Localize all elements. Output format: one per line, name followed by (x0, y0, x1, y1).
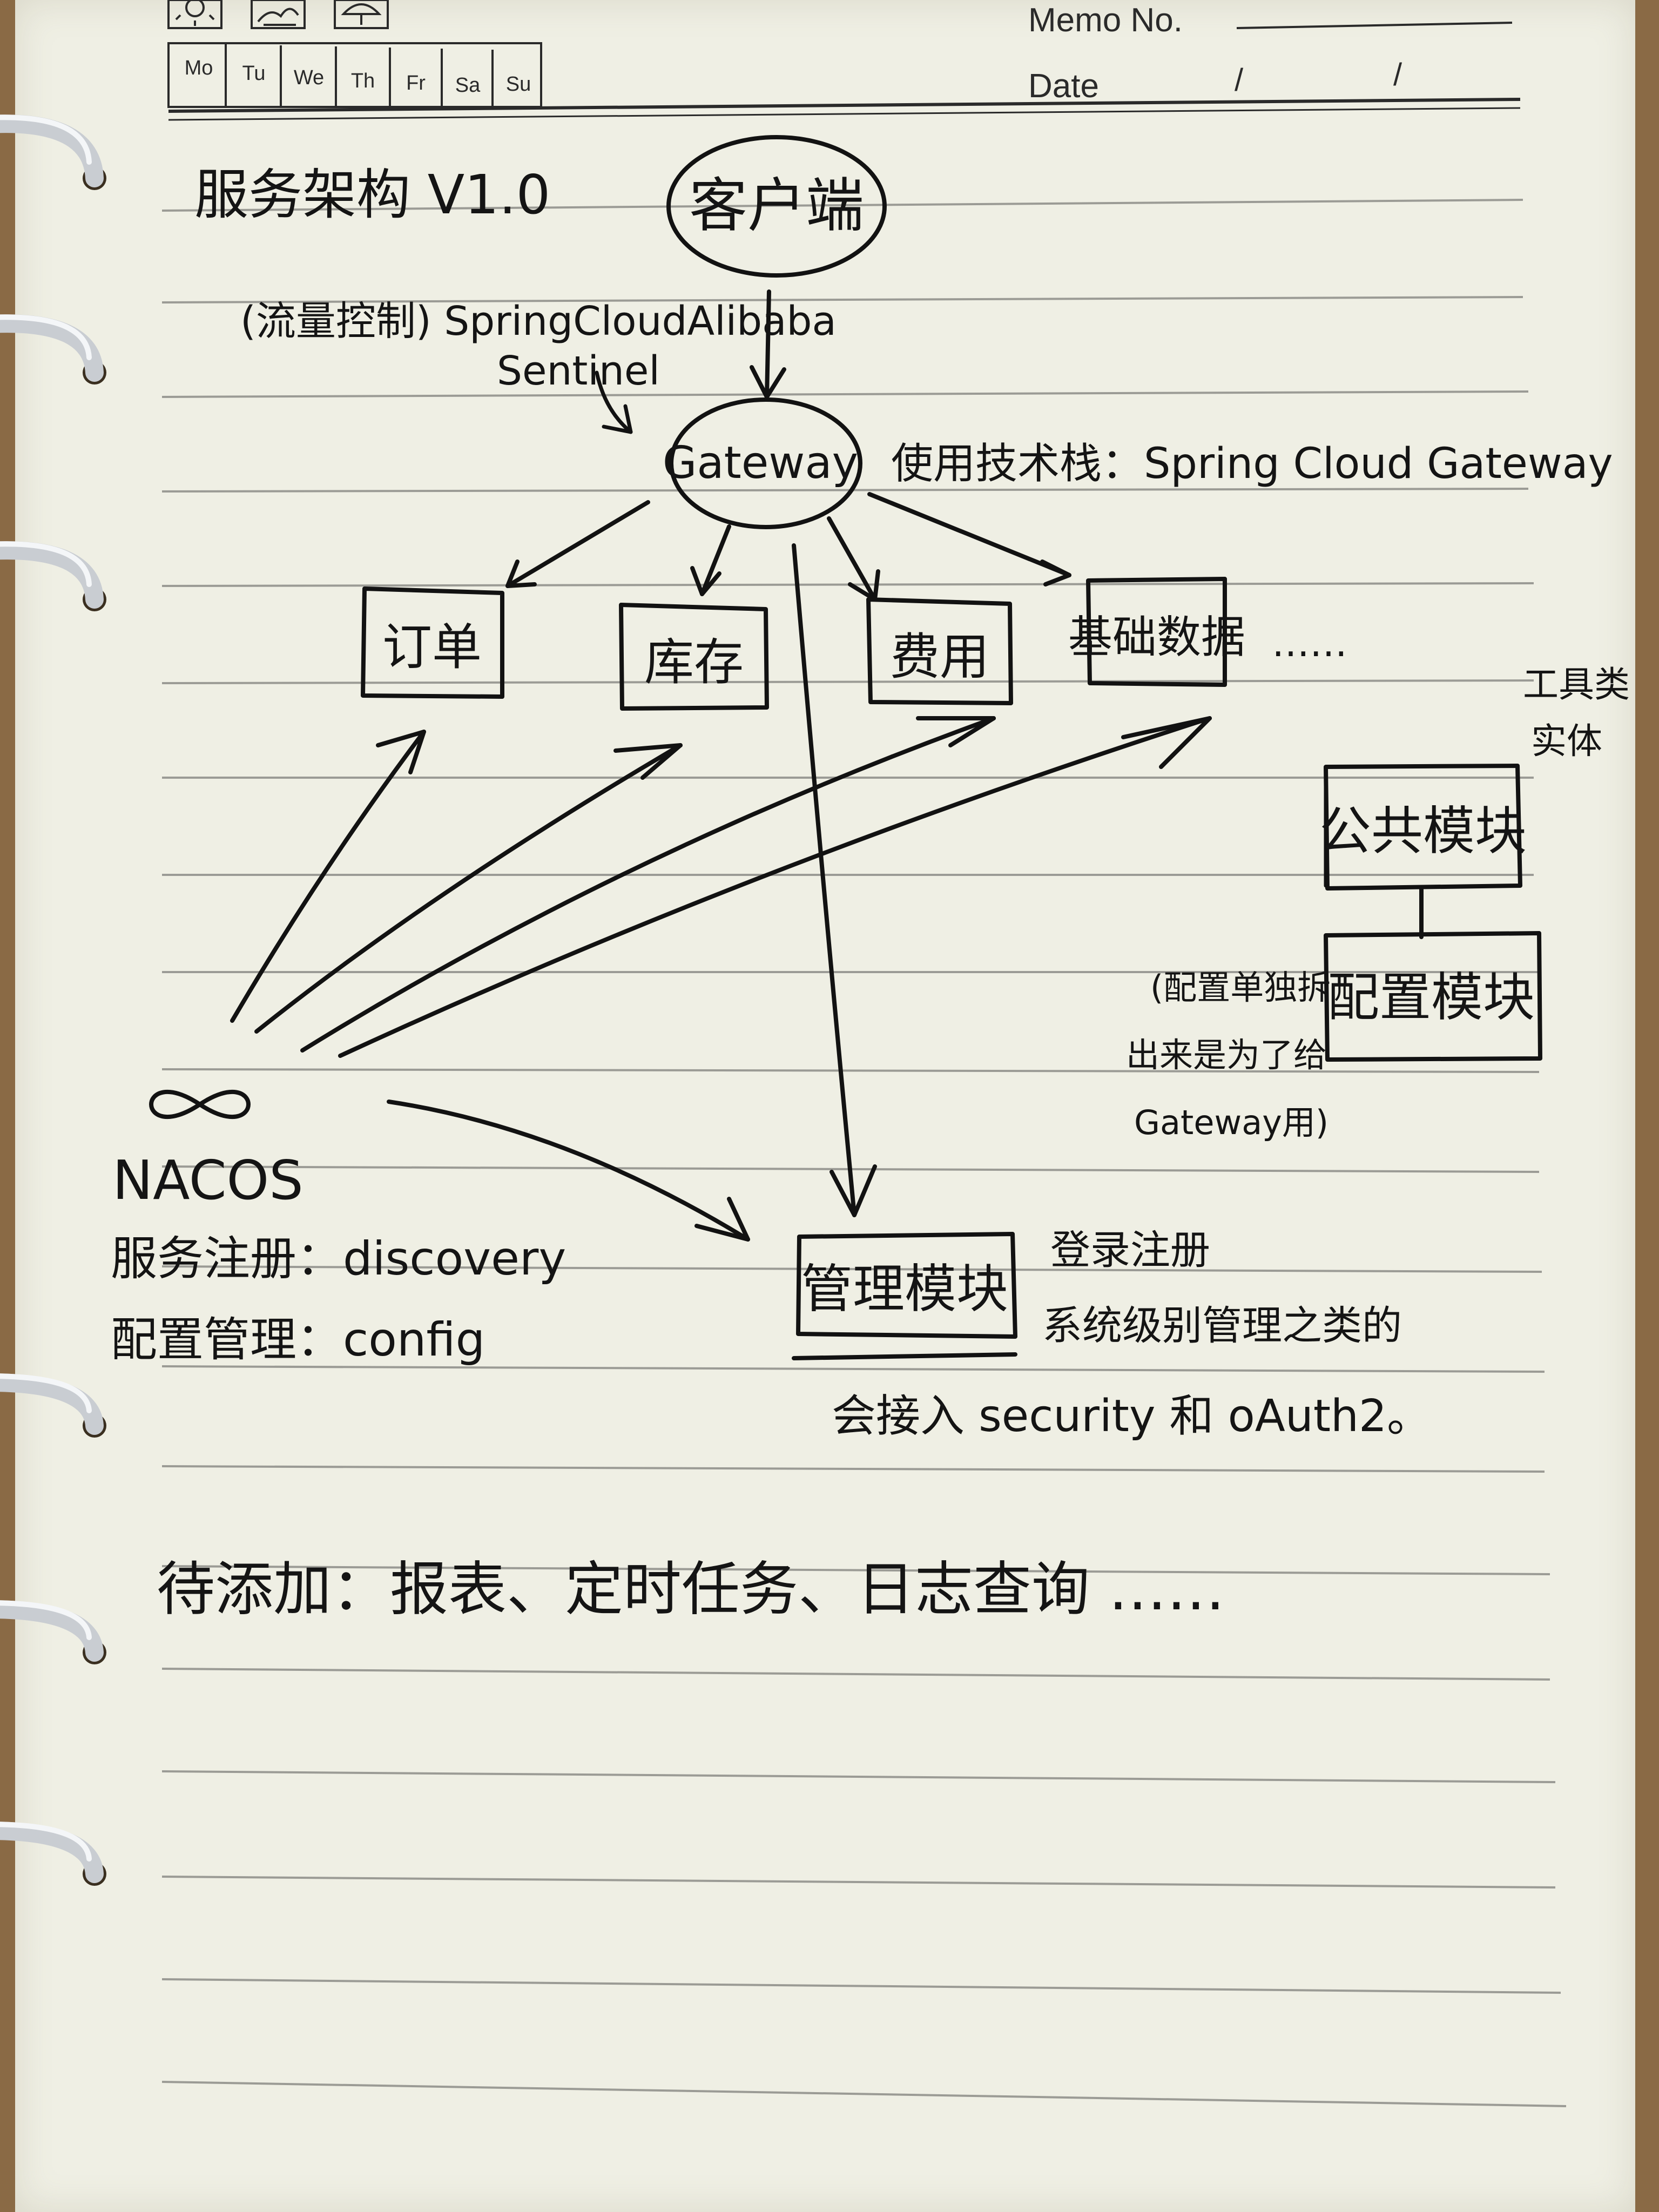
memo-no-field (1236, 22, 1513, 29)
security-note: 会接入 security 和 oAuth2。 (832, 1391, 1431, 1442)
date-label: Date (1028, 68, 1099, 105)
arrows-nacos-to-services (230, 716, 1212, 1242)
weekday-th: Th (351, 70, 375, 92)
todo-note: 待添加：报表、定时任务、日志查询 …… (157, 1556, 1225, 1623)
service-cost: 费用 (866, 597, 1013, 705)
nacos-label: NACOS (112, 1149, 303, 1212)
manage-module-label: 管理模块 (801, 1259, 1008, 1319)
diagram-title: 服务架构 V1.0 (194, 163, 550, 226)
nacos-config-note: 配置管理：config (111, 1313, 485, 1367)
binding-rings (0, 114, 106, 1886)
service-cost-label: 费用 (890, 628, 989, 686)
config-module: 配置模块 (1324, 931, 1542, 1062)
manage-note-line1: 登录注册 (1050, 1227, 1210, 1273)
infinity-icon (149, 1090, 251, 1119)
tools-note-line1: 工具类 (1523, 664, 1630, 705)
client-node: 客户端 (666, 135, 887, 278)
manage-module: 管理模块 (792, 1232, 1017, 1360)
header-divider-thin (168, 107, 1521, 121)
arrow-gateway-to-manage (792, 543, 877, 1217)
header-divider (168, 98, 1521, 113)
services-more: …… (1272, 621, 1347, 665)
weekday-tu: Tu (242, 62, 266, 85)
date-separator-2: / (1393, 57, 1402, 92)
service-order-label: 订单 (382, 618, 482, 676)
nacos-discovery-note: 服务注册：discovery (111, 1232, 566, 1286)
common-module-label: 公共模块 (1319, 801, 1527, 861)
gateway-tech-note: 使用技术栈：Spring Cloud Gateway (891, 440, 1613, 488)
tools-note-line2: 实体 (1531, 720, 1602, 762)
service-base-data: 基础数据 (1068, 577, 1245, 687)
client-label: 客户端 (689, 172, 864, 240)
nacos-node: NACOS (112, 1090, 304, 1212)
manage-note-line2: 系统级别管理之类的 (1042, 1303, 1402, 1349)
service-inventory: 库存 (619, 603, 769, 711)
service-inventory-label: 库存 (644, 633, 744, 691)
weekday-we: We (294, 66, 324, 89)
weekday-mo: Mo (185, 57, 213, 79)
weather-icons (167, 0, 389, 29)
sun-icon (175, 0, 215, 26)
config-module-label: 配置模块 (1327, 967, 1535, 1028)
gateway-label: Gateway (663, 437, 858, 489)
memo-no-label: Memo No. (1028, 2, 1183, 39)
sentinel-note-line2: Sentinel (497, 348, 660, 394)
date-separator-1: / (1235, 63, 1244, 98)
cloud-icon (257, 8, 299, 26)
arrow-sentinel-to-gateway (595, 370, 633, 434)
weekday-sa: Sa (455, 74, 481, 97)
service-base-data-label: 基础数据 (1068, 612, 1245, 663)
arrow-client-to-gateway (750, 289, 786, 399)
memo-header: Mo Tu We Th Fr Sa Su Memo No. Date / / (167, 0, 1521, 121)
config-note-line2: 出来是为了给 (1126, 1035, 1327, 1075)
config-note-line3: Gateway用) (1134, 1103, 1328, 1142)
weekday-su: Su (506, 73, 531, 96)
gateway-node: Gateway (663, 397, 862, 529)
weekday-fr: Fr (406, 72, 426, 95)
paper-sheet (15, 0, 1635, 2212)
common-module: 公共模块 (1319, 764, 1527, 891)
sentinel-note-line1: (流量控制) SpringCloudAlibaba (240, 298, 837, 345)
umbrella-icon (341, 3, 382, 25)
service-order: 订单 (361, 586, 504, 699)
config-note-line1: (配置单独拆 (1150, 968, 1331, 1007)
weekday-row: Mo Tu We Th Fr Sa Su (167, 42, 542, 108)
